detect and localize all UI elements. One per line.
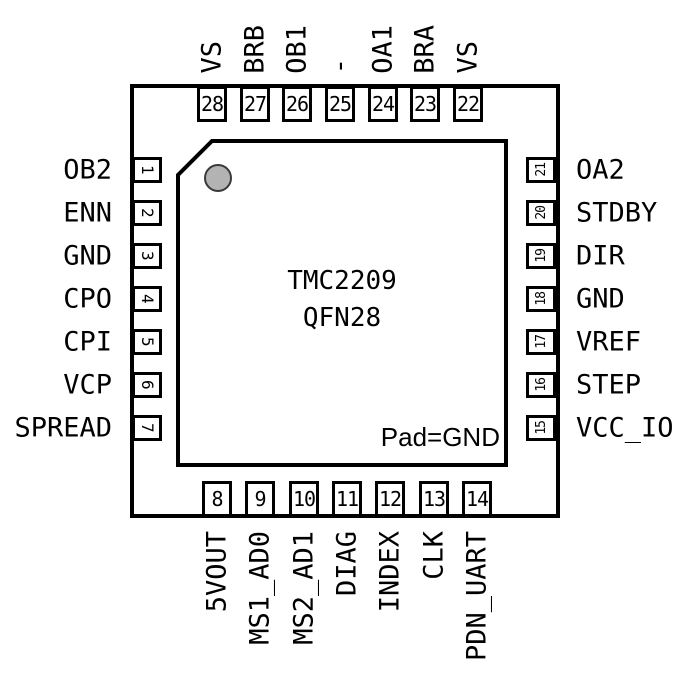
pin-4-label: CPO: [63, 283, 112, 315]
pin-7-number: 7: [138, 423, 157, 433]
pin-21-box: 21: [526, 157, 556, 183]
pin-4-box: 4: [132, 286, 162, 312]
pin-28-number: 28: [200, 92, 224, 116]
pin-26-box: 26: [282, 86, 312, 122]
pin-12-box: 12: [375, 481, 405, 517]
pin-6-number: 6: [138, 380, 157, 390]
pin-13-label: CLK: [418, 531, 450, 580]
pin-28-box: 28: [197, 86, 227, 122]
pin-3-label: GND: [63, 240, 112, 272]
pin-10-box: 10: [289, 481, 319, 517]
pin-3-box: 3: [132, 243, 162, 269]
pin-7-label: SPREAD: [14, 412, 112, 444]
pin-8-box: 8: [202, 481, 232, 517]
pin-13-box: 13: [419, 481, 449, 517]
pin-18-label: GND: [576, 283, 625, 315]
pin-1-number: 1: [138, 165, 157, 175]
pin-19-box: 19: [526, 243, 556, 269]
pin-25-box: 25: [325, 86, 355, 122]
pin-9-number: 9: [254, 487, 266, 511]
pin-11-number: 11: [335, 487, 359, 511]
pin-17-number: 17: [533, 335, 549, 349]
pin-24-number: 24: [371, 92, 395, 116]
pin-28-label: VS: [196, 41, 228, 74]
pad-ground-note: Pad=GND: [380, 422, 500, 452]
pin-11-box: 11: [332, 481, 362, 517]
pin-6-box: 6: [132, 372, 162, 398]
pin-10-label: MS2_AD1: [288, 531, 320, 645]
pin-18-number: 18: [533, 292, 549, 306]
pin-12-label: INDEX: [374, 531, 406, 613]
pin-8-number: 8: [211, 487, 223, 511]
pin-1-label: OB2: [63, 154, 112, 186]
pin-22-label: VS: [452, 41, 484, 74]
chip-package: QFN28: [302, 303, 382, 333]
pin-5-box: 5: [132, 329, 162, 355]
pin-27-box: 27: [240, 86, 270, 122]
pin-6-label: VCP: [63, 369, 112, 401]
pin-23-number: 23: [413, 92, 437, 116]
pin-20-label: STDBY: [576, 197, 658, 229]
pin-16-label: STEP: [576, 369, 642, 401]
pin-11-label: DIAG: [331, 531, 363, 597]
pin-14-box: 14: [462, 481, 492, 517]
pin-27-number: 27: [243, 92, 267, 116]
pin-5-label: CPI: [63, 326, 112, 358]
pin-21-label: OA2: [576, 154, 625, 186]
pin-8-label: 5VOUT: [201, 531, 233, 613]
pin-2-number: 2: [138, 208, 157, 218]
pin-10-number: 10: [292, 487, 316, 511]
pin-14-number: 14: [465, 487, 489, 511]
pin-22-box: 22: [453, 86, 483, 122]
pin-15-number: 15: [533, 421, 549, 435]
chip-body-outline: [176, 139, 508, 467]
pin-14-label: PDN_UART: [461, 531, 493, 662]
pin-17-box: 17: [526, 329, 556, 355]
pin-7-box: 7: [132, 415, 162, 441]
pin-21-number: 21: [533, 163, 549, 177]
pin-12-number: 12: [378, 487, 402, 511]
pin-16-number: 16: [533, 378, 549, 392]
pin-5-number: 5: [138, 337, 157, 347]
pin-3-number: 3: [138, 251, 157, 261]
pin-1-box: 1: [132, 157, 162, 183]
pin-18-box: 18: [526, 286, 556, 312]
pin-9-label: MS1_AD0: [244, 531, 276, 645]
pin-2-box: 2: [132, 200, 162, 226]
pin-15-label: VCC_IO: [576, 412, 674, 444]
pin-24-box: 24: [368, 86, 398, 122]
pin-24-label: OA1: [367, 25, 399, 74]
pin-23-label: BRA: [409, 25, 441, 74]
chip-identity: TMC2209 QFN28: [176, 263, 508, 337]
pin-20-number: 20: [533, 206, 549, 220]
pin-27-label: BRB: [239, 25, 271, 74]
pin-22-number: 22: [456, 92, 480, 116]
pin-25-number: 25: [328, 92, 352, 116]
pin1-marker-icon: [204, 164, 232, 192]
pin-13-number: 13: [422, 487, 446, 511]
pin-2-label: ENN: [63, 197, 112, 229]
pin-26-label: OB1: [281, 25, 313, 74]
pin-4-number: 4: [138, 294, 157, 304]
pin-17-label: VREF: [576, 326, 642, 358]
pin-20-box: 20: [526, 200, 556, 226]
pin-19-number: 19: [533, 249, 549, 263]
pin-9-box: 9: [245, 481, 275, 517]
chip-name: TMC2209: [287, 266, 397, 296]
pin-19-label: DIR: [576, 240, 625, 272]
pin-15-box: 15: [526, 415, 556, 441]
pin-26-number: 26: [285, 92, 309, 116]
pin-23-box: 23: [410, 86, 440, 122]
pin-25-label: -: [324, 57, 356, 74]
pin-16-box: 16: [526, 372, 556, 398]
